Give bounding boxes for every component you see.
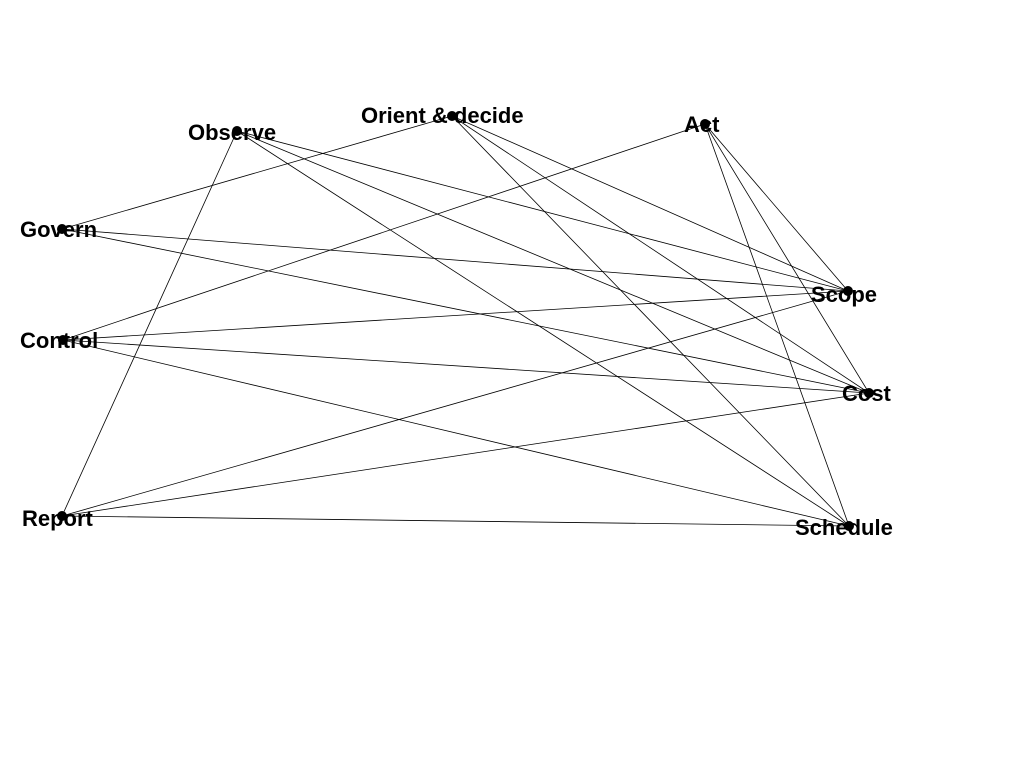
edge-act-control — [62, 123, 706, 341]
edge-observe-report — [61, 130, 238, 517]
edge-act-schedule — [704, 123, 850, 527]
edge-report-schedule — [61, 515, 850, 527]
node-dot-act — [700, 119, 710, 129]
node-dot-orient — [447, 111, 457, 121]
node-label-observe: Observe — [188, 120, 276, 145]
node-cost: Cost — [842, 381, 892, 406]
node-label-orient: Orient & decide — [361, 103, 524, 128]
edge-observe-scope — [236, 130, 849, 292]
edge-orient-govern — [61, 115, 453, 230]
node-govern: Govern — [20, 217, 97, 242]
node-dot-schedule — [844, 521, 854, 531]
edge-govern-scope — [61, 228, 849, 292]
edge-orient-schedule — [451, 115, 850, 527]
node-label-govern: Govern — [20, 217, 97, 242]
node-observe: Observe — [188, 120, 276, 145]
node-label-control: Control — [20, 328, 98, 353]
graph-edges — [61, 115, 870, 527]
edge-observe-cost — [236, 130, 870, 394]
node-label-act: Act — [684, 112, 720, 137]
node-schedule: Schedule — [795, 515, 893, 540]
node-control: Control — [20, 328, 98, 353]
node-act: Act — [684, 112, 720, 137]
edge-govern-cost — [61, 228, 870, 394]
node-dot-control — [58, 335, 68, 345]
node-label-report: Report — [22, 506, 94, 531]
node-label-schedule: Schedule — [795, 515, 893, 540]
node-dot-govern — [57, 224, 67, 234]
edge-control-scope — [62, 290, 849, 341]
edge-orient-scope — [451, 115, 849, 292]
edge-report-scope — [61, 290, 849, 517]
edge-orient-cost — [451, 115, 870, 394]
node-dot-scope — [843, 286, 853, 296]
node-label-cost: Cost — [842, 381, 892, 406]
node-label-scope: Scope — [811, 282, 877, 307]
edge-act-cost — [704, 123, 870, 394]
graph-nodes: Observe Orient & decide ActGovernControlRe… — [20, 103, 893, 540]
node-dot-observe — [232, 126, 242, 136]
edge-observe-schedule — [236, 130, 850, 527]
node-report: Report — [22, 506, 94, 531]
edge-control-schedule — [62, 339, 850, 527]
edge-report-cost — [61, 392, 870, 517]
node-dot-report — [57, 511, 67, 521]
node-scope: Scope — [811, 282, 877, 307]
node-orient: Orient & decide — [361, 103, 524, 128]
node-dot-cost — [864, 388, 874, 398]
edge-control-cost — [62, 339, 870, 394]
edge-act-scope — [704, 123, 849, 292]
